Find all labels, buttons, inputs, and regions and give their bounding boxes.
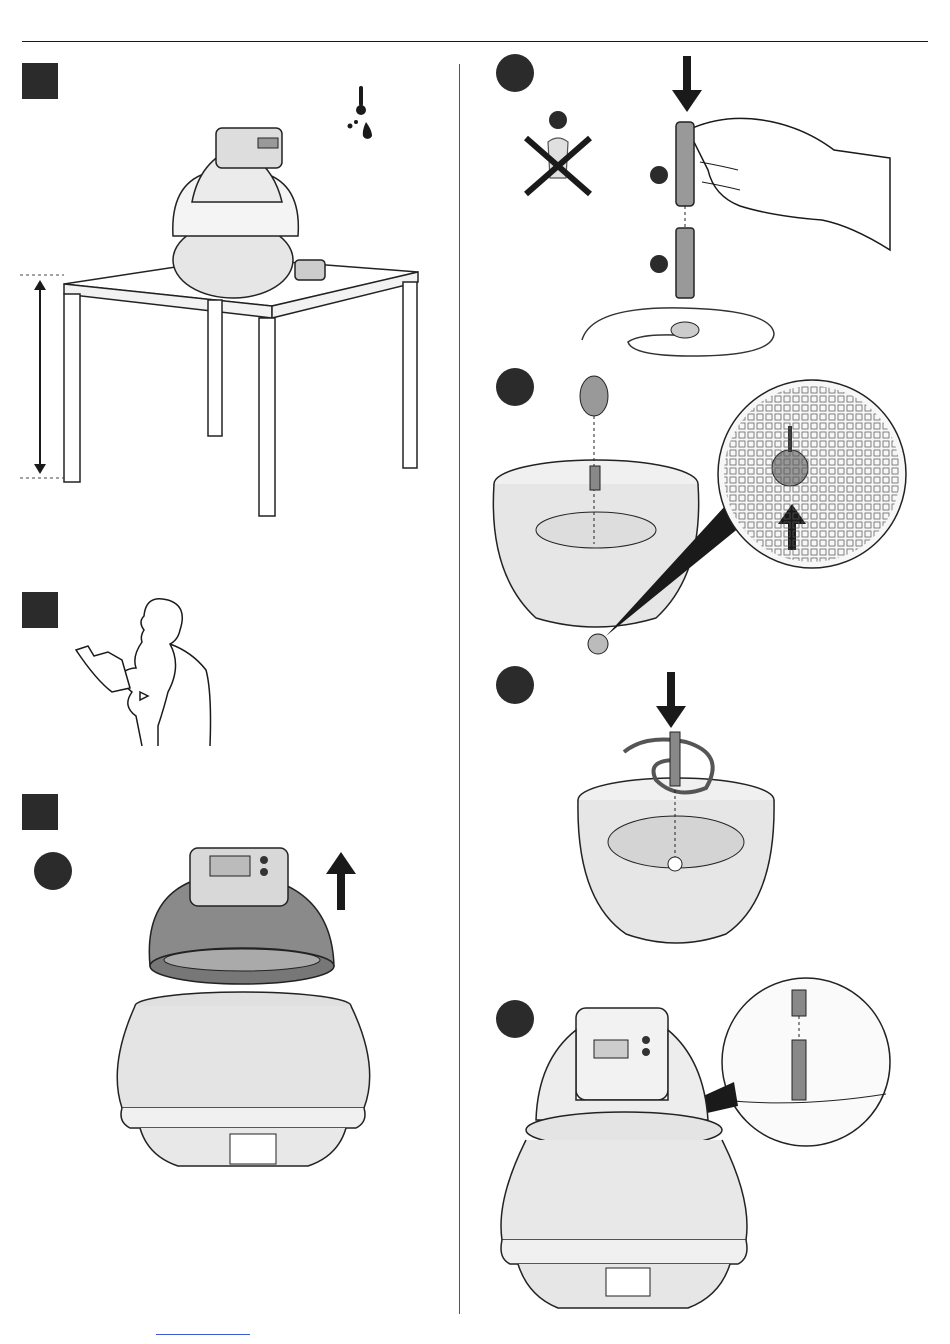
step-1-badge <box>22 63 58 99</box>
step-2-badge <box>22 592 58 628</box>
step-3-badge <box>22 794 58 830</box>
top-rule <box>22 41 928 42</box>
step-6-badge <box>496 666 534 704</box>
footer-link-underline <box>156 1334 250 1335</box>
down-arrow-icon <box>656 672 686 728</box>
place-disc-illustration <box>576 730 776 948</box>
axle-insert-illustration <box>572 110 894 360</box>
zoom-grid-pattern <box>720 386 904 562</box>
assemble-lid-illustration <box>498 990 888 1320</box>
step-4-crossed-marker <box>549 111 567 129</box>
column-divider <box>459 64 460 1314</box>
person-reading-manual-illustration <box>72 596 232 746</box>
lift-lid-illustration <box>118 846 376 1176</box>
step-4-badge <box>496 54 534 92</box>
down-arrow-icon <box>672 56 702 112</box>
incubator-on-table-illustration <box>20 120 440 520</box>
step-3a-badge <box>34 852 72 890</box>
